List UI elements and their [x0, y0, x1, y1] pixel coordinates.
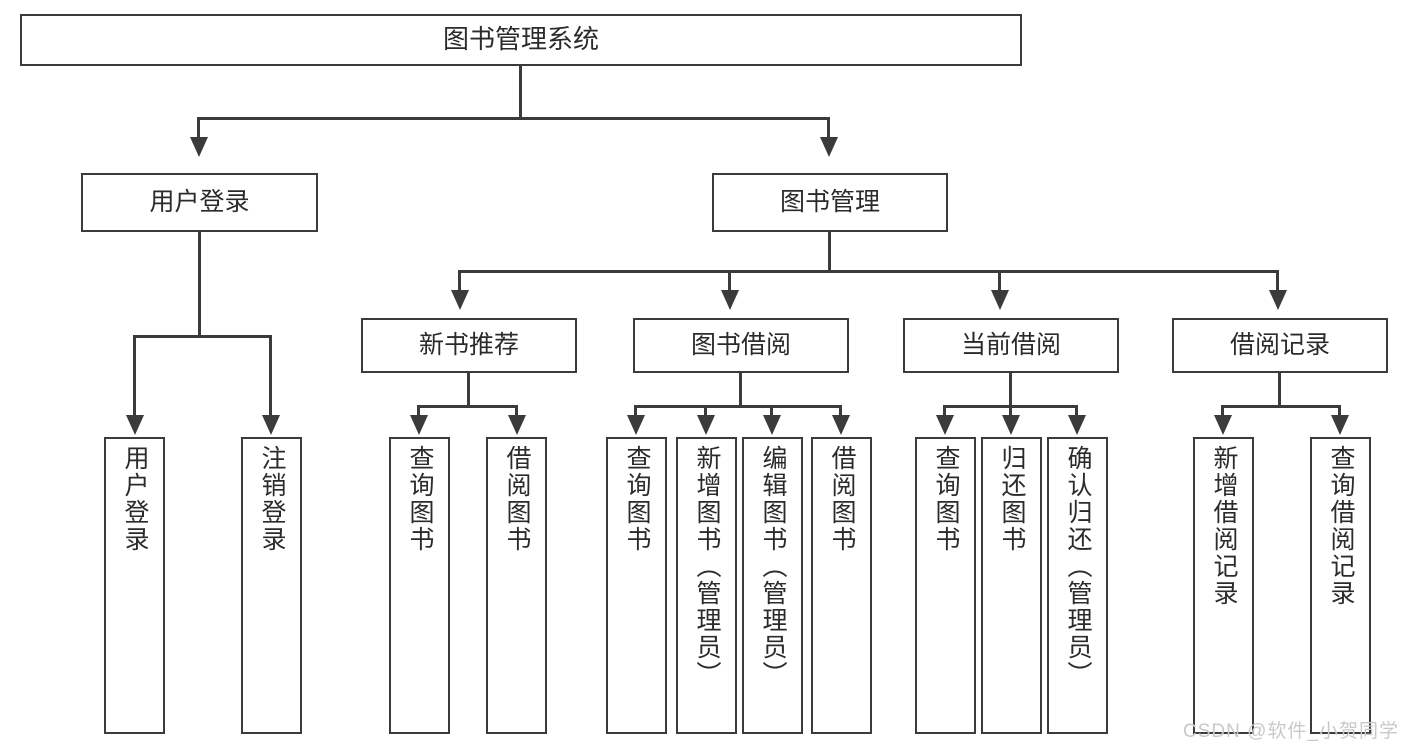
connector-br-drop-1 — [1221, 405, 1224, 417]
leaf-return-book[interactable]: 归还图书 — [981, 437, 1042, 734]
node-label: 新增借阅记录 — [1210, 445, 1238, 607]
connector-level3-drop-2 — [728, 270, 731, 292]
connector-level1-bar — [197, 117, 830, 120]
node-label: 归还图书 — [998, 445, 1026, 553]
node-label: 图书管理系统 — [442, 24, 599, 55]
arrowhead-bb-leaf-2 — [697, 415, 715, 435]
node-label: 确认归还（管理员） — [1064, 445, 1092, 688]
leaf-confirm-return-admin[interactable]: 确认归还（管理员） — [1047, 437, 1108, 734]
connector-br-drop-2 — [1338, 405, 1341, 417]
connector-user-login-drop-2 — [269, 335, 272, 417]
leaf-logout[interactable]: 注销登录 — [241, 437, 302, 734]
connector-bb-drop-3 — [770, 405, 773, 417]
connector-borrow-record-bar — [1221, 405, 1341, 408]
arrowhead-nb-leaf-2 — [508, 415, 526, 435]
node-user-login[interactable]: 用户登录 — [81, 173, 318, 232]
arrowhead-bb-leaf-4 — [832, 415, 850, 435]
node-label: 借阅记录 — [1229, 331, 1330, 360]
connector-new-book-bar — [417, 405, 518, 408]
connector-level3-drop-4 — [1276, 270, 1279, 292]
arrowhead-leaf-user-login — [126, 415, 144, 435]
connector-level3-drop-3 — [998, 270, 1001, 292]
watermark-text: CSDN @软件_小贺同学 — [1183, 721, 1399, 742]
node-book-borrow[interactable]: 图书借阅 — [633, 318, 849, 373]
leaf-borrow-book-recommend[interactable]: 借阅图书 — [486, 437, 547, 734]
arrowhead-borrow-record — [1269, 290, 1287, 310]
connector-new-book-drop-1 — [417, 405, 420, 417]
arrowhead-cb-leaf-2 — [1002, 415, 1020, 435]
connector-bb-drop-1 — [634, 405, 637, 417]
leaf-borrow-book[interactable]: 借阅图书 — [811, 437, 872, 734]
connector-book-management-stem — [828, 232, 831, 272]
connector-bb-drop-4 — [839, 405, 842, 417]
node-label: 查询图书 — [406, 445, 434, 553]
connector-user-login-stem — [198, 232, 201, 337]
arrowhead-bb-leaf-3 — [763, 415, 781, 435]
connector-borrow-record-stem — [1278, 373, 1281, 407]
leaf-edit-book-admin[interactable]: 编辑图书（管理员） — [742, 437, 803, 734]
arrowhead-new-book-recommend — [451, 290, 469, 310]
node-label: 借阅图书 — [503, 445, 531, 553]
node-book-management[interactable]: 图书管理 — [712, 173, 948, 232]
node-label: 查询图书 — [623, 445, 651, 553]
node-label: 查询图书 — [932, 445, 960, 553]
connector-level3-drop-1 — [458, 270, 461, 292]
connector-book-borrow-stem — [739, 373, 742, 407]
connector-level3-bar — [458, 270, 1279, 273]
arrowhead-leaf-logout — [262, 415, 280, 435]
connector-cb-drop-1 — [943, 405, 946, 417]
arrowhead-current-borrow — [991, 290, 1009, 310]
arrowhead-cb-leaf-3 — [1068, 415, 1086, 435]
connector-level1-drop-right — [827, 117, 830, 139]
connector-level1-drop-left — [197, 117, 200, 139]
node-label: 用户登录 — [149, 188, 250, 217]
connector-current-borrow-stem — [1009, 373, 1012, 407]
leaf-user-login[interactable]: 用户登录 — [104, 437, 165, 734]
node-label: 新增图书（管理员） — [693, 445, 721, 688]
node-new-book-recommend[interactable]: 新书推荐 — [361, 318, 577, 373]
connector-user-login-drop-1 — [133, 335, 136, 417]
node-label: 查询借阅记录 — [1327, 445, 1355, 607]
node-label: 新书推荐 — [418, 331, 519, 360]
arrowhead-book-borrow — [721, 290, 739, 310]
arrowhead-cb-leaf-1 — [936, 415, 954, 435]
leaf-add-borrow-record[interactable]: 新增借阅记录 — [1193, 437, 1254, 734]
node-label: 借阅图书 — [828, 445, 856, 553]
connector-cb-drop-2 — [1009, 405, 1012, 417]
node-current-borrow[interactable]: 当前借阅 — [903, 318, 1119, 373]
node-label: 当前借阅 — [960, 331, 1061, 360]
node-label: 编辑图书（管理员） — [759, 445, 787, 688]
connector-cb-drop-3 — [1075, 405, 1078, 417]
node-label: 注销登录 — [258, 445, 286, 553]
node-root-book-management-system[interactable]: 图书管理系统 — [20, 14, 1022, 66]
arrowhead-user-login — [190, 137, 208, 157]
connector-root-stem — [519, 66, 522, 117]
node-label: 图书借阅 — [690, 331, 791, 360]
node-label: 图书管理 — [779, 188, 880, 217]
arrowhead-nb-leaf-1 — [410, 415, 428, 435]
arrowhead-br-leaf-2 — [1331, 415, 1349, 435]
arrowhead-book-management — [820, 137, 838, 157]
leaf-query-borrow-record[interactable]: 查询借阅记录 — [1310, 437, 1371, 734]
leaf-query-book-borrow[interactable]: 查询图书 — [606, 437, 667, 734]
leaf-query-book-current[interactable]: 查询图书 — [915, 437, 976, 734]
connector-bb-drop-2 — [704, 405, 707, 417]
arrowhead-br-leaf-1 — [1214, 415, 1232, 435]
connector-book-borrow-bar — [634, 405, 842, 408]
leaf-query-book-recommend[interactable]: 查询图书 — [389, 437, 450, 734]
node-borrow-record[interactable]: 借阅记录 — [1172, 318, 1388, 373]
node-label: 用户登录 — [121, 445, 149, 553]
connector-new-book-stem — [467, 373, 470, 407]
connector-user-login-bar — [133, 335, 272, 338]
arrowhead-bb-leaf-1 — [627, 415, 645, 435]
leaf-add-book-admin[interactable]: 新增图书（管理员） — [676, 437, 737, 734]
connector-new-book-drop-2 — [515, 405, 518, 417]
